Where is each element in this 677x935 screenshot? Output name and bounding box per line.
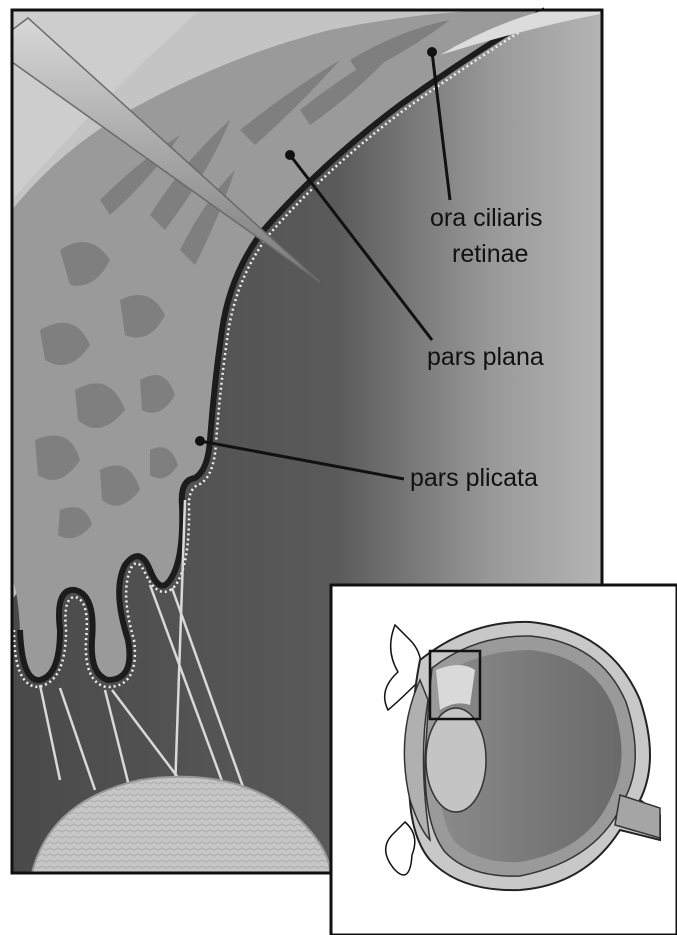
- label-pars-plana: pars plana: [427, 343, 544, 371]
- inset-ciliary: [436, 665, 475, 710]
- eye-inset: [331, 585, 677, 935]
- label-retinae: retinae: [452, 240, 528, 268]
- pars-plana-dot: [285, 150, 295, 160]
- pars-plicata-dot: [195, 436, 205, 446]
- ora-dot: [427, 47, 437, 57]
- label-ora-ciliaris: ora ciliaris: [430, 204, 543, 232]
- inset-lens: [426, 708, 486, 812]
- label-pars-plicata: pars plicata: [410, 464, 538, 492]
